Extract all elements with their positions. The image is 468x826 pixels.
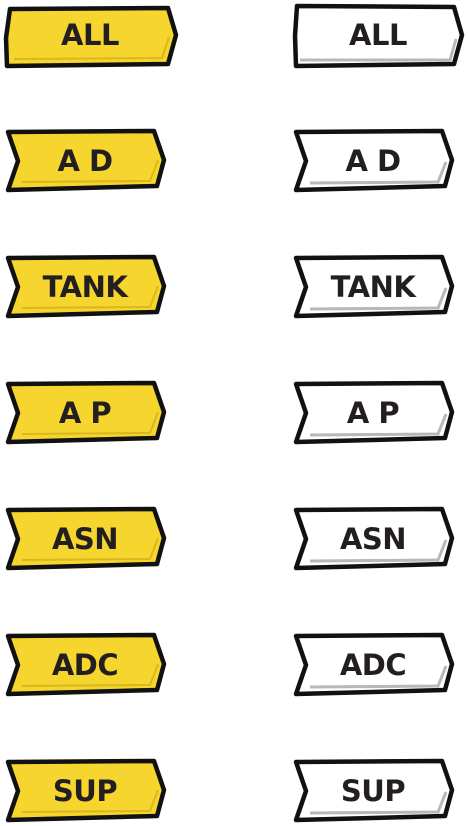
tab-shape xyxy=(5,128,167,193)
filter-tab-tank-inactive[interactable]: TANK xyxy=(290,254,456,320)
tab-shape xyxy=(292,3,465,69)
tab-shape xyxy=(5,506,167,571)
filter-tab-asn-active[interactable]: ASN xyxy=(2,506,168,572)
filter-tab-all-active[interactable]: ALL xyxy=(2,2,179,69)
tab-shape xyxy=(293,380,455,445)
filter-tab-sup-inactive[interactable]: SUP xyxy=(290,758,456,824)
tab-shape xyxy=(293,128,455,193)
filter-tab-adc-active[interactable]: ADC xyxy=(2,632,168,698)
filter-tab-ap-inactive[interactable]: A P xyxy=(290,380,456,446)
tab-shape xyxy=(5,758,167,823)
filter-tab-tank-active[interactable]: TANK xyxy=(2,254,168,320)
tab-shape xyxy=(293,254,455,319)
tab-shape xyxy=(5,380,167,445)
filter-tab-adc-inactive[interactable]: ADC xyxy=(290,632,456,698)
filter-tab-sup-active[interactable]: SUP xyxy=(2,758,168,824)
tab-shape xyxy=(5,632,167,697)
filter-tab-all-inactive[interactable]: ALL xyxy=(290,2,466,69)
filter-tab-ad-active[interactable]: A D xyxy=(2,128,168,194)
tab-shape xyxy=(3,5,179,69)
tab-shape xyxy=(293,758,455,823)
filter-tab-ap-active[interactable]: A P xyxy=(2,380,168,446)
filter-tab-ad-inactive[interactable]: A D xyxy=(290,128,456,194)
filter-tab-asn-inactive[interactable]: ASN xyxy=(290,506,456,572)
tab-shape xyxy=(293,506,455,571)
tab-shape xyxy=(293,632,455,697)
tab-shape xyxy=(5,254,167,319)
